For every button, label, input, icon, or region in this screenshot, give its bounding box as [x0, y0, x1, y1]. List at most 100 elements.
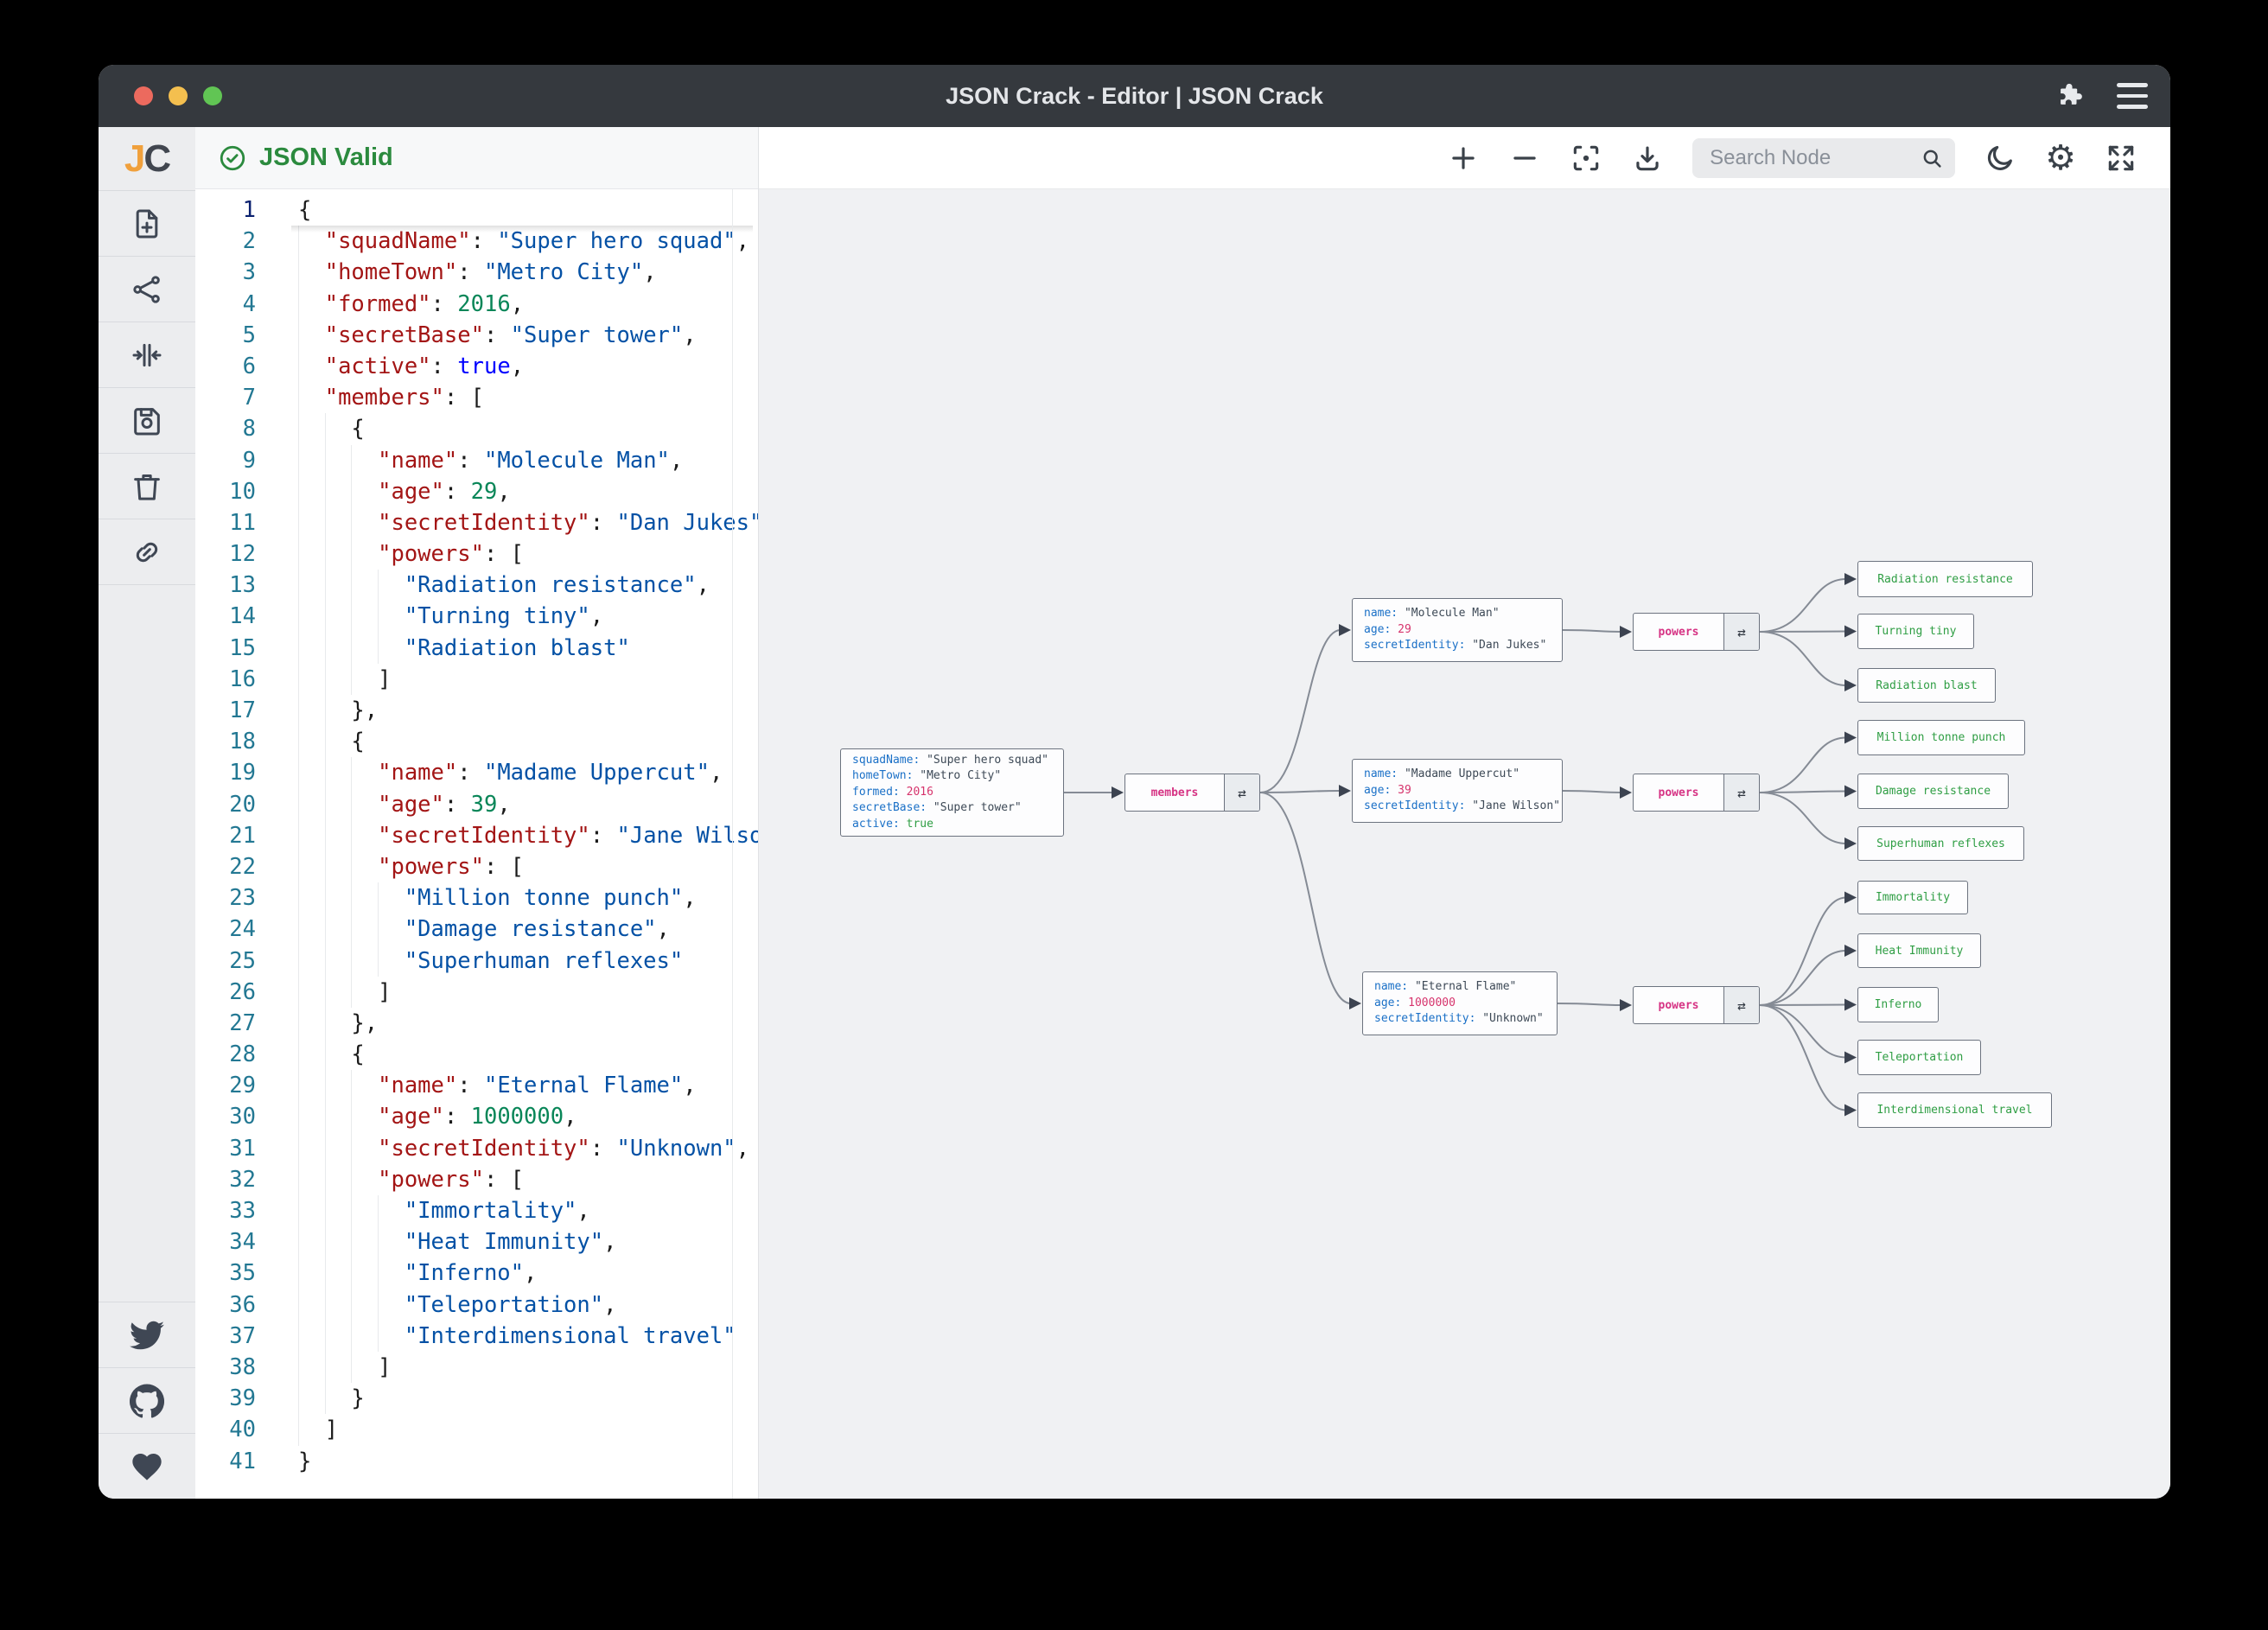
new-document-button[interactable]: [99, 191, 195, 256]
zoom-out-icon[interactable]: [1508, 142, 1541, 175]
code-line: 8 {: [195, 413, 758, 445]
github-link[interactable]: [99, 1368, 195, 1433]
json-editor[interactable]: 1{2 "squadName": "Super hero squad",3 "h…: [195, 189, 758, 1499]
graph-toolbar: ⚙: [759, 127, 2170, 189]
graph-node-l10[interactable]: Teleportation: [1857, 1040, 1981, 1075]
graph-node-l7[interactable]: Immortality: [1857, 881, 1968, 914]
graph-node-members[interactable]: members⇄: [1124, 774, 1260, 812]
graph-node-l9[interactable]: Inferno: [1857, 987, 1939, 1022]
fullscreen-icon[interactable]: [2105, 142, 2137, 175]
graph-node-l4[interactable]: Million tonne punch: [1857, 720, 2025, 755]
graph-node-p1[interactable]: powers⇄: [1633, 613, 1760, 651]
zoom-in-icon[interactable]: [1447, 142, 1480, 175]
code-line: 35 "Inferno",: [195, 1258, 758, 1289]
collapse-icon[interactable]: ⇄: [1224, 774, 1259, 811]
sidebar-spacer: [99, 585, 195, 1302]
code-line: 16 ]: [195, 663, 758, 695]
graph-node-l8[interactable]: Heat Immunity: [1857, 933, 1981, 968]
graph-canvas[interactable]: squadName: "Super hero squad"homeTown: "…: [759, 189, 2170, 1499]
sponsor-link[interactable]: [99, 1434, 195, 1499]
graph-node-l1[interactable]: Radiation resistance: [1857, 561, 2033, 597]
moon-icon[interactable]: [1984, 142, 2016, 175]
titlebar: JSON Crack - Editor | JSON Crack: [99, 65, 2170, 127]
code-line: 28 {: [195, 1039, 758, 1071]
code-line: 29 "name": "Eternal Flame",: [195, 1070, 758, 1102]
twitter-link[interactable]: [99, 1302, 195, 1367]
extensions-icon[interactable]: [2055, 81, 2084, 111]
delete-button[interactable]: [99, 454, 195, 519]
graph-node-root[interactable]: squadName: "Super hero squad"homeTown: "…: [840, 748, 1064, 837]
save-button[interactable]: [99, 388, 195, 453]
divider: [99, 1433, 195, 1434]
code-line: 39 }: [195, 1383, 758, 1415]
github-icon: [130, 1383, 164, 1418]
code-line: 41}: [229, 1448, 312, 1474]
window-title: JSON Crack - Editor | JSON Crack: [946, 82, 1323, 109]
link-icon: [136, 542, 158, 562]
code-line: 33 "Immortality",: [195, 1195, 758, 1227]
graph-node-l11[interactable]: Interdimensional travel: [1857, 1092, 2052, 1128]
code-line: 18 {: [195, 726, 758, 758]
search-icon[interactable]: [1919, 145, 1945, 171]
trash-icon: [134, 474, 160, 500]
compress-icon: [132, 343, 162, 366]
divider: [99, 1367, 195, 1368]
save-icon: [134, 407, 160, 435]
logo-letter-c: C: [143, 137, 171, 180]
code-line: 2 "squadName": "Super hero squad",: [195, 226, 758, 258]
code-line: 15 "Radiation blast": [195, 632, 758, 664]
new-file-icon: [136, 209, 158, 238]
download-icon[interactable]: [1631, 142, 1664, 175]
code-line: 3 "homeTown": "Metro City",: [195, 257, 758, 289]
code-line: 19 "name": "Madame Uppercut",: [195, 757, 758, 789]
code-line: 21 "secretIdentity": "Jane Wilson",: [195, 819, 758, 851]
code-line: 30 "age": 1000000,: [195, 1101, 758, 1133]
gear-icon[interactable]: ⚙: [2045, 138, 2076, 177]
graph-node-l2[interactable]: Turning tiny: [1857, 614, 1974, 649]
code-line: 25 "Superhuman reflexes": [195, 945, 758, 977]
focus-icon[interactable]: [1570, 142, 1602, 175]
divider: [99, 387, 195, 388]
menu-icon[interactable]: [2117, 83, 2148, 109]
editor-scrollbar[interactable]: [732, 189, 733, 1499]
code-line: 31 "secretIdentity": "Unknown",: [195, 1132, 758, 1164]
code-line: 38 ]: [195, 1351, 758, 1384]
titlebar-actions: [2055, 81, 2170, 111]
collapse-icon[interactable]: ⇄: [1723, 987, 1759, 1023]
code-line: 9 "name": "Molecule Man",: [195, 444, 758, 476]
collapse-icon[interactable]: ⇄: [1723, 614, 1759, 650]
code-line: 37 "Interdimensional travel": [195, 1320, 758, 1352]
share-link-button[interactable]: [99, 519, 195, 584]
editor-panel: JSON Valid 1{2 "squadName": "Super hero …: [195, 127, 758, 1499]
search-input[interactable]: [1708, 144, 1920, 171]
code-line: 22 "powers": [: [195, 850, 758, 883]
compress-button[interactable]: [99, 322, 195, 387]
close-button[interactable]: [134, 86, 153, 105]
divider: [99, 453, 195, 454]
code-line: 4 "formed": 2016,: [195, 288, 758, 320]
code-line: 23 "Million tonne punch",: [195, 882, 758, 914]
minimize-button[interactable]: [169, 86, 188, 105]
graph-edges: [1064, 573, 1857, 1117]
code-line: 34 "Heat Immunity",: [195, 1226, 758, 1258]
traffic-lights: [99, 86, 222, 105]
graph-view-button[interactable]: [99, 257, 195, 322]
graph-node-p2[interactable]: powers⇄: [1633, 774, 1760, 812]
code-line: 10 "age": 29,: [195, 475, 758, 507]
graph-node-l5[interactable]: Damage resistance: [1857, 774, 2009, 809]
maximize-button[interactable]: [203, 86, 222, 105]
graph-node-p3[interactable]: powers⇄: [1633, 986, 1760, 1024]
collapse-icon[interactable]: ⇄: [1723, 774, 1759, 811]
divider: [99, 584, 195, 585]
check-circle-icon: [220, 145, 245, 170]
code-line: 11 "secretIdentity": "Dan Jukes",: [195, 506, 758, 539]
graph-node-l3[interactable]: Radiation blast: [1857, 668, 1996, 703]
logo-letter-j: J: [124, 137, 146, 180]
graph-node-l6[interactable]: Superhuman reflexes: [1857, 826, 2024, 861]
